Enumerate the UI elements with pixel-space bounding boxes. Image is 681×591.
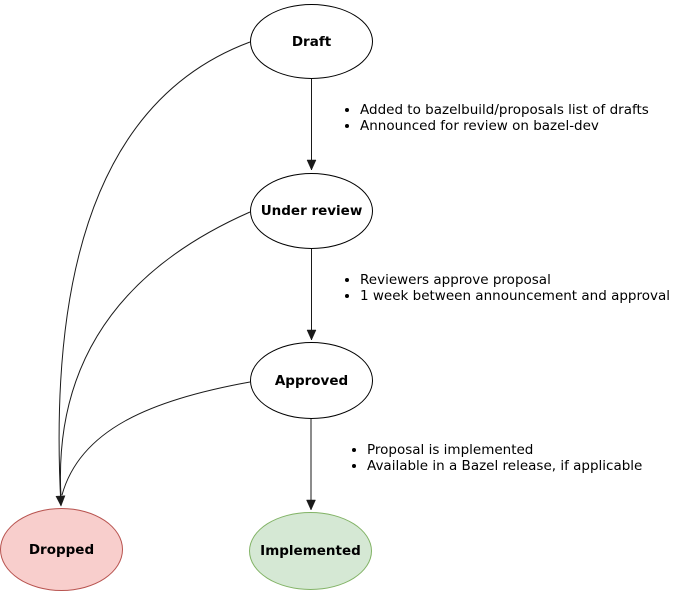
node-dropped: Dropped <box>0 508 123 591</box>
annotation-item: Reviewers approve proposal <box>360 272 670 288</box>
annotation-item: Proposal is implemented <box>367 442 642 458</box>
node-draft-label: Draft <box>291 33 332 50</box>
annotation-under-review-to-approved: Reviewers approve proposal 1 week betwee… <box>340 272 670 304</box>
annotation-draft-to-under-review: Added to bazelbuild/proposals list of dr… <box>340 102 649 134</box>
node-approved-label: Approved <box>274 372 349 389</box>
node-under-review: Under review <box>250 173 373 249</box>
edge-under-review-to-dropped <box>59 211 251 498</box>
node-under-review-label: Under review <box>260 203 363 219</box>
annotation-item: Available in a Bazel release, if applica… <box>367 458 642 474</box>
node-implemented: Implemented <box>249 512 372 590</box>
node-draft: Draft <box>250 4 373 79</box>
annotation-item: Added to bazelbuild/proposals list of dr… <box>360 102 649 118</box>
node-dropped-label: Dropped <box>28 541 95 558</box>
annotation-item: Announced for review on bazel-dev <box>360 118 649 134</box>
edge-draft-to-dropped <box>55 41 251 507</box>
edge-approved-to-dropped <box>61 381 251 496</box>
annotation-item: 1 week between announcement and approval <box>360 288 670 304</box>
node-implemented-label: Implemented <box>260 543 361 559</box>
annotation-approved-to-implemented: Proposal is implemented Available in a B… <box>347 442 642 474</box>
node-approved: Approved <box>250 342 373 419</box>
